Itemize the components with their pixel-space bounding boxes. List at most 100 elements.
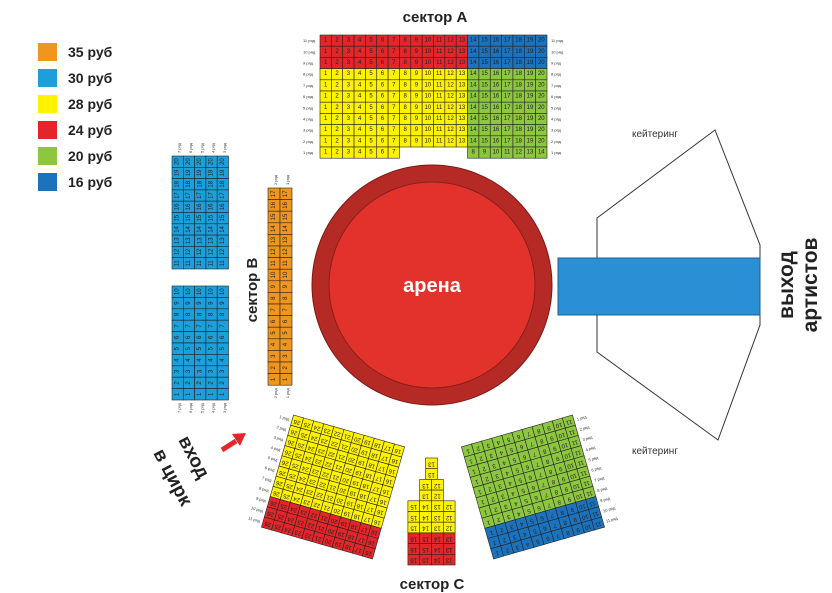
seat[interactable]: 13 xyxy=(419,489,432,502)
seat[interactable]: 13 xyxy=(183,234,195,247)
seat[interactable]: 17 xyxy=(501,113,514,125)
seat[interactable]: 12 xyxy=(194,246,207,258)
seat[interactable]: 13 xyxy=(455,101,468,114)
seat[interactable]: 18 xyxy=(512,45,525,58)
seat[interactable]: 5 xyxy=(205,342,218,355)
seat[interactable]: 1 xyxy=(319,90,332,103)
seat[interactable]: 7 xyxy=(387,45,400,58)
seat[interactable]: 6 xyxy=(279,315,293,328)
seat[interactable]: 9 xyxy=(410,68,423,81)
seat[interactable]: 11 xyxy=(267,257,281,270)
seat[interactable]: 20 xyxy=(194,155,207,168)
seat[interactable]: 10 xyxy=(421,68,434,81)
seat[interactable]: 16 xyxy=(373,504,388,519)
seat[interactable]: 14 xyxy=(216,223,229,236)
seat[interactable]: 10 xyxy=(421,57,434,69)
seat[interactable]: 8 xyxy=(194,308,207,321)
seat[interactable]: 10 xyxy=(421,90,434,103)
seat[interactable]: 12 xyxy=(444,113,457,125)
seat[interactable]: 4 xyxy=(353,34,366,47)
seat[interactable]: 12 xyxy=(431,489,444,502)
seat[interactable]: 17 xyxy=(501,79,514,92)
seat[interactable]: 16 xyxy=(407,543,420,555)
seat[interactable]: 3 xyxy=(205,365,218,378)
seat[interactable]: 16 xyxy=(489,79,502,92)
seat[interactable]: 7 xyxy=(205,319,218,332)
seat[interactable]: 14 xyxy=(467,34,480,47)
seat[interactable]: 16 xyxy=(489,113,502,125)
seat[interactable]: 19 xyxy=(523,135,536,148)
seat[interactable]: 1 xyxy=(319,79,332,92)
seat[interactable]: 16 xyxy=(489,101,502,114)
seat[interactable]: 4 xyxy=(183,354,195,367)
seat[interactable]: 6 xyxy=(376,68,389,81)
seat[interactable]: 14 xyxy=(194,223,207,236)
seat[interactable]: 19 xyxy=(205,167,218,179)
seat[interactable]: 9 xyxy=(410,124,423,137)
seat[interactable]: 14 xyxy=(419,511,432,523)
seat[interactable]: 8 xyxy=(467,146,480,159)
seat[interactable]: 1 xyxy=(490,545,505,560)
seat[interactable]: 17 xyxy=(267,187,281,200)
seat[interactable]: 8 xyxy=(399,135,412,148)
seat[interactable]: 1 xyxy=(205,388,218,401)
seat[interactable]: 10 xyxy=(421,124,434,137)
seat[interactable]: 5 xyxy=(279,326,293,340)
seat[interactable]: 13 xyxy=(425,468,438,480)
seat[interactable]: 14 xyxy=(279,222,293,235)
seat[interactable]: 4 xyxy=(353,57,366,69)
seat[interactable]: 1 xyxy=(319,57,332,69)
seat[interactable]: 10 xyxy=(205,285,218,298)
seat[interactable]: 5 xyxy=(365,45,378,58)
seat[interactable]: 13 xyxy=(455,68,468,81)
seat[interactable]: 10 xyxy=(421,45,434,58)
seat[interactable]: 19 xyxy=(523,34,536,47)
seat[interactable]: 13 xyxy=(171,234,184,247)
seat[interactable]: 11 xyxy=(591,516,605,531)
seat[interactable]: 14 xyxy=(419,500,432,512)
seat[interactable]: 15 xyxy=(407,500,420,512)
seat[interactable]: 8 xyxy=(399,57,412,69)
seat[interactable]: 4 xyxy=(216,354,229,367)
seat[interactable]: 7 xyxy=(387,101,400,114)
seat[interactable]: 15 xyxy=(407,521,420,534)
seat[interactable]: 1 xyxy=(319,68,332,81)
seat[interactable]: 7 xyxy=(387,68,400,81)
seat[interactable]: 12 xyxy=(444,79,457,92)
seat[interactable]: 5 xyxy=(365,135,378,148)
seat[interactable]: 14 xyxy=(467,90,480,103)
seat[interactable]: 3 xyxy=(267,350,281,363)
seat[interactable]: 1 xyxy=(319,34,332,47)
seat[interactable]: 10 xyxy=(421,101,434,114)
seat[interactable]: 16 xyxy=(205,200,218,213)
seat[interactable]: 4 xyxy=(353,45,366,58)
seat[interactable]: 2 xyxy=(331,79,344,92)
seat[interactable]: 10 xyxy=(421,135,434,148)
seat[interactable]: 15 xyxy=(419,553,432,566)
seat[interactable]: 18 xyxy=(512,113,525,125)
seat[interactable]: 7 xyxy=(387,79,400,92)
seat[interactable]: 19 xyxy=(523,68,536,81)
seat[interactable]: 14 xyxy=(467,135,480,148)
seat[interactable]: 11 xyxy=(279,257,293,270)
seat[interactable]: 11 xyxy=(171,257,184,270)
seat[interactable]: 5 xyxy=(194,342,207,355)
seat[interactable]: 7 xyxy=(267,303,281,316)
seat[interactable]: 6 xyxy=(376,57,389,69)
seat[interactable]: 2 xyxy=(331,113,344,125)
seat[interactable]: 3 xyxy=(342,34,355,47)
seat[interactable]: 8 xyxy=(267,292,281,305)
seat[interactable]: 16 xyxy=(267,199,281,212)
seat[interactable]: 5 xyxy=(365,34,378,47)
seat[interactable]: 2 xyxy=(279,361,293,374)
seat[interactable]: 4 xyxy=(205,354,218,367)
seat[interactable]: 11 xyxy=(216,257,229,270)
seat[interactable]: 14 xyxy=(431,543,444,555)
seat[interactable]: 14 xyxy=(467,68,480,81)
seat[interactable]: 15 xyxy=(478,68,491,81)
seat[interactable]: 18 xyxy=(194,178,207,191)
seat[interactable]: 8 xyxy=(399,68,412,81)
seat[interactable]: 8 xyxy=(205,308,218,321)
seat[interactable]: 12 xyxy=(444,34,457,47)
seat[interactable]: 4 xyxy=(353,135,366,148)
